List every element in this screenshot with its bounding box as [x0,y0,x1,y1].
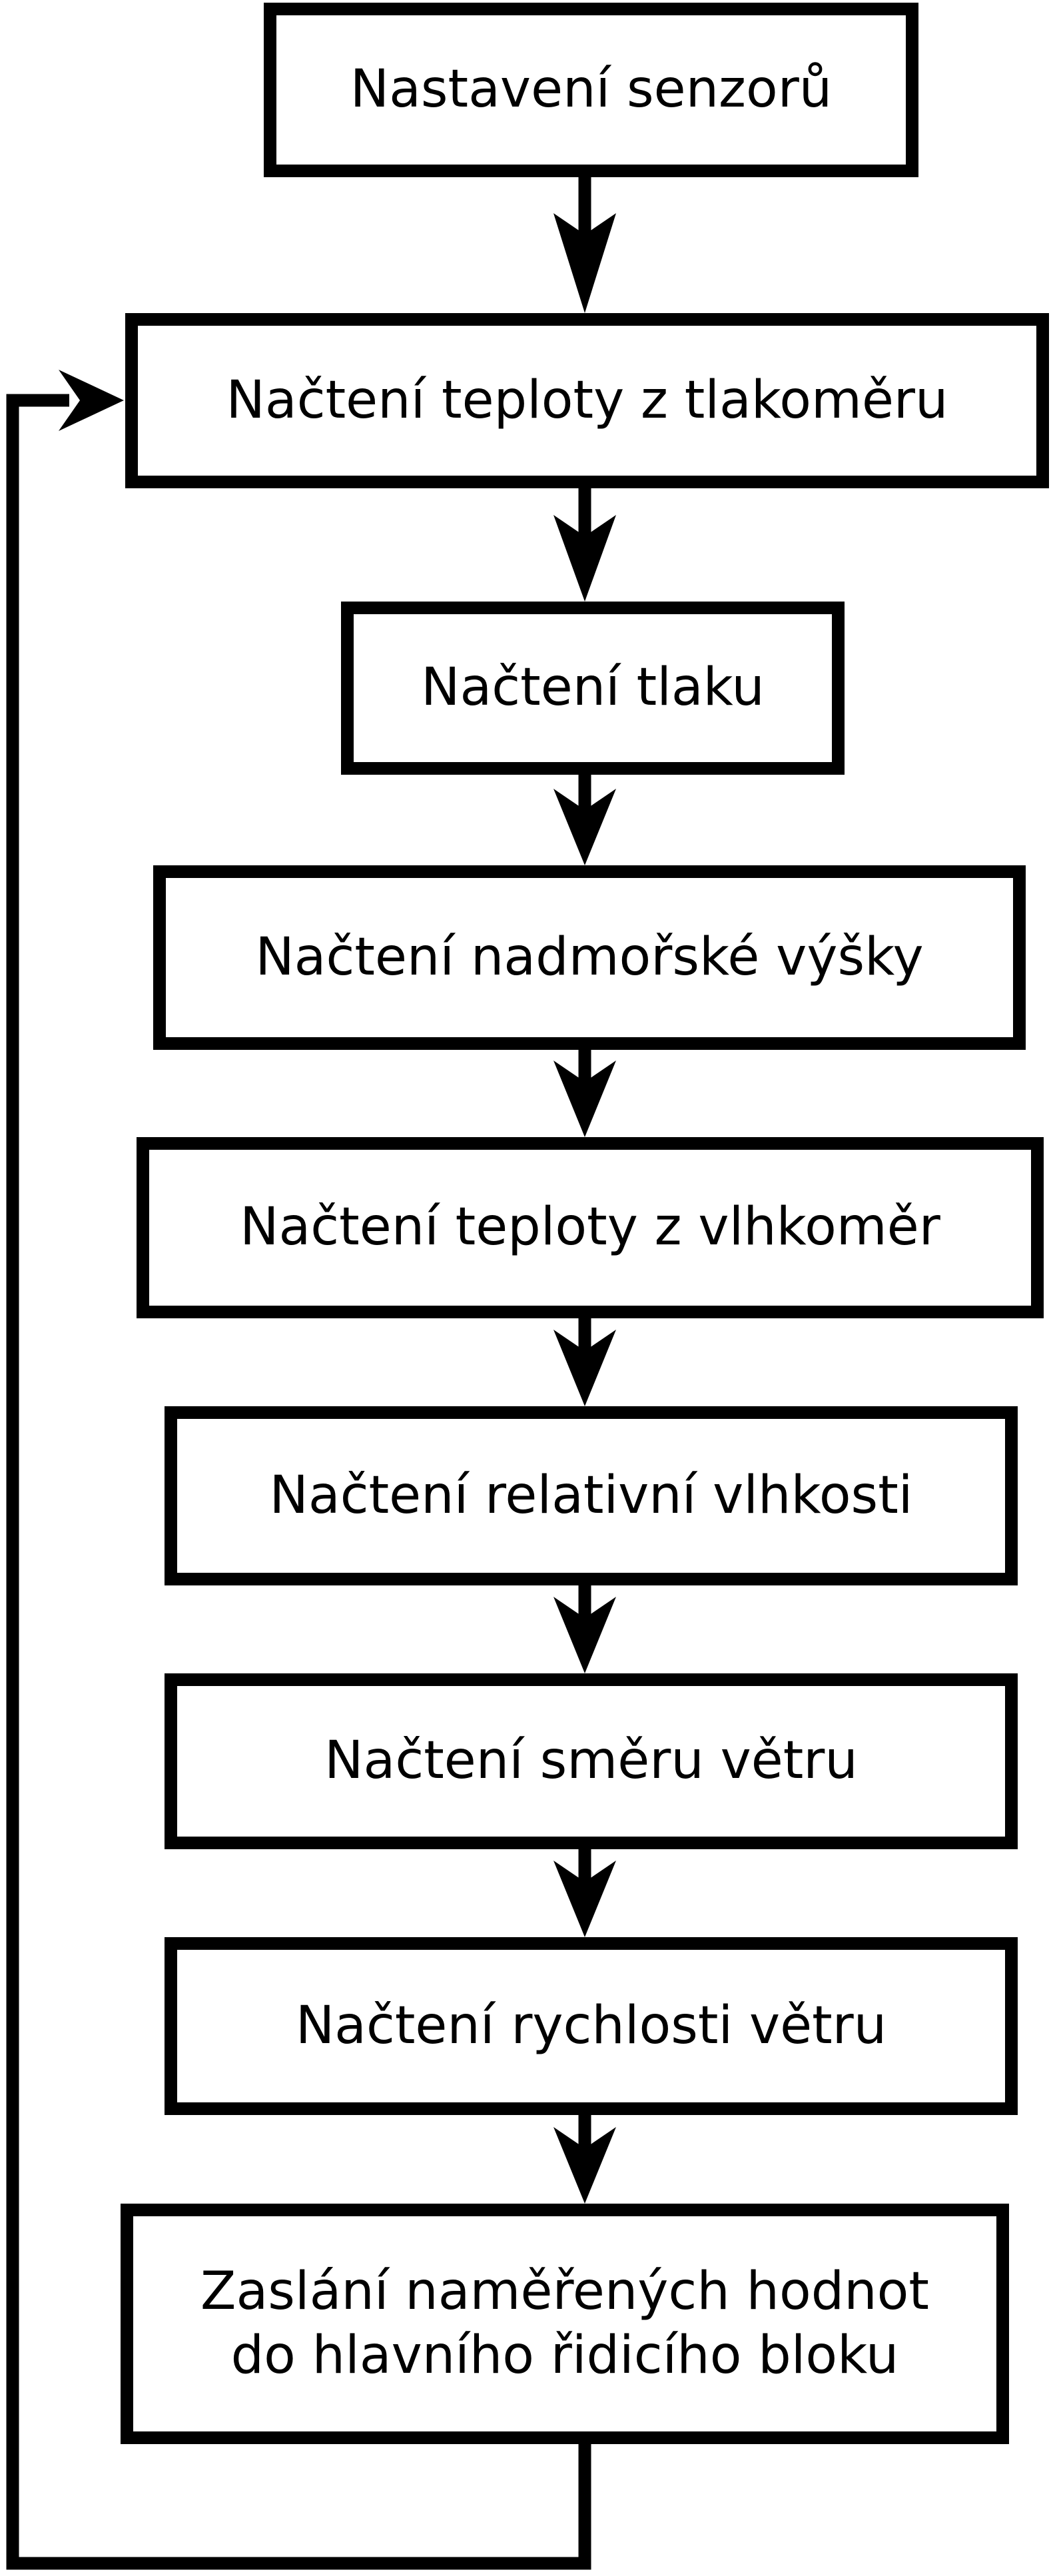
edge-4-arrowhead-down-icon [553,1061,616,1137]
edge-2-arrowhead-down-icon [553,515,616,602]
node-label: Načtení relativní vlhkosti [269,1465,913,1525]
edge-loop-arrowhead-right-icon [59,370,124,431]
edge-6-arrowhead-down-icon [553,1597,616,1673]
node-label: Načtení teploty z vlhkoměr [240,1197,940,1258]
flowchart-node-nacteni-relativni-vlhkosti: Načtení relativní vlhkosti [165,1406,1018,1585]
edge-3-arrowhead-down-icon [553,789,616,865]
flowchart-node-zaslani-namerenych-hodnot: Zaslání naměřených hodnot do hlavního ři… [121,2204,1009,2444]
edge-1-arrowhead-down-icon [553,213,616,313]
flowchart-node-nacteni-smeru-vetru: Načtení směru větru [165,1673,1018,1849]
node-label: Načtení teploty z tlakoměru [226,370,948,430]
flowchart-node-nacteni-teploty-z-tlakomeru: Načtení teploty z tlakoměru [125,313,1049,488]
flowchart-node-nacteni-nadmorske-vysky: Načtení nadmořské výšky [153,865,1026,1050]
node-label: Načtení směru větru [324,1731,858,1791]
node-label: Nastavení senzorů [350,59,833,120]
flowchart-node-nastaveni-senzoru: Nastavení senzorů [264,3,918,177]
edge-loop-connector [6,394,591,2570]
flowchart-node-nacteni-tlaku: Načtení tlaku [341,602,845,775]
edge-5-arrowhead-down-icon [553,1330,616,1406]
flowchart-node-nacteni-rychlosti-vetru: Načtení rychlosti větru [165,1937,1018,2115]
edge-8-arrowhead-down-icon [553,2127,616,2204]
node-label: Zaslání naměřených hodnot do hlavního ři… [200,2262,929,2385]
node-label: Načtení tlaku [421,657,765,718]
node-label: Načtení nadmořské výšky [255,927,924,987]
flowchart-node-nacteni-teploty-z-vlhkomer: Načtení teploty z vlhkoměr [137,1137,1044,1318]
edge-7-arrowhead-down-icon [553,1861,616,1937]
node-label: Načtení rychlosti větru [295,1995,887,2056]
